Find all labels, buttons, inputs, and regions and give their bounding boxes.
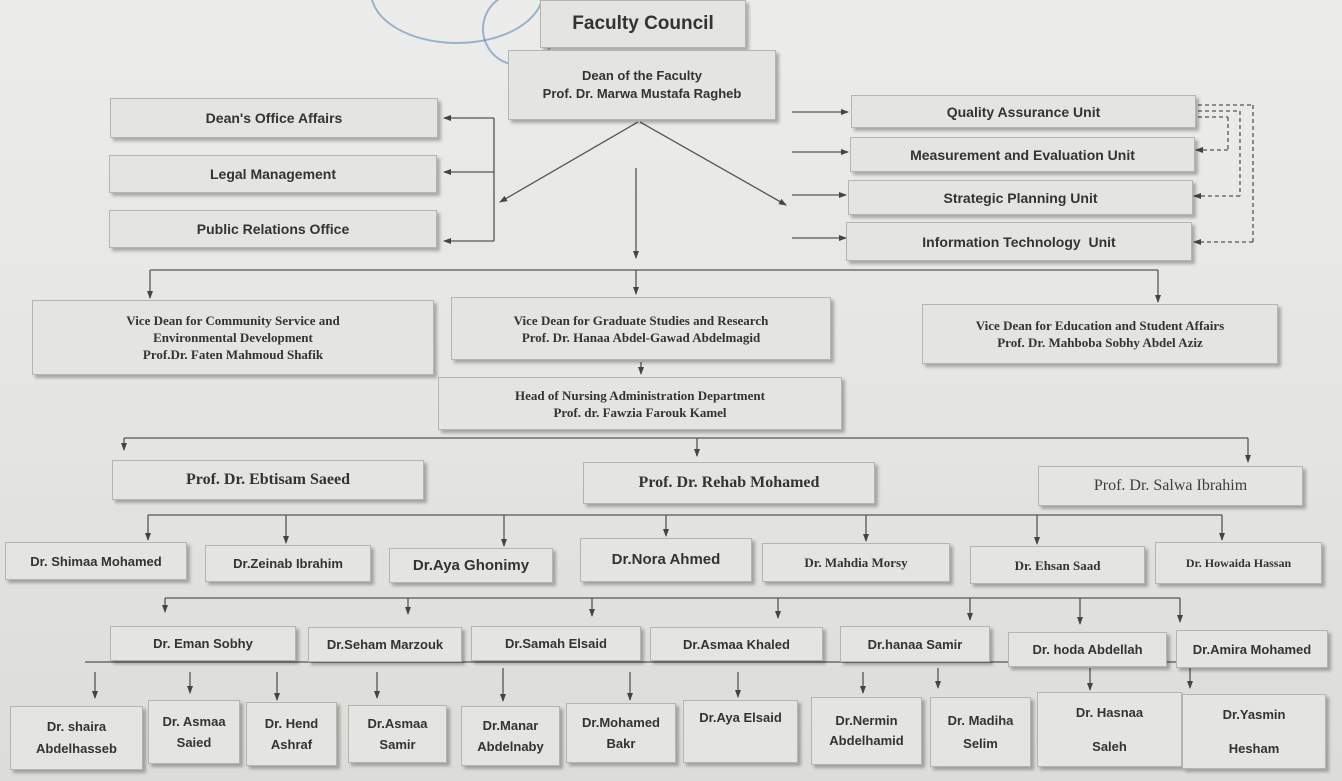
vice-dean-name: Prof.Dr. Faten Mahmoud Shafik <box>142 347 324 362</box>
staff-name: Dr. Shimaa Mohamed <box>30 553 162 569</box>
professor-name: Prof. Dr. Rehab Mohamed <box>638 474 820 491</box>
office-label: Dean's Office Affairs <box>205 110 343 126</box>
staff-surname: Abdelnaby <box>477 739 544 754</box>
staff-name: Dr. shaira <box>46 719 107 734</box>
staff-surname: Abdelhamid <box>829 733 904 748</box>
staff-box: Dr. Hasnaa Saleh <box>1037 692 1182 767</box>
staff-name: Dr.Samah Elsaid <box>505 636 607 651</box>
staff-box: Dr.Nora Ahmed <box>580 538 752 582</box>
vice-dean-education: Vice Dean for Education and Student Affa… <box>922 304 1278 364</box>
staff-box: Dr. Shimaa Mohamed <box>5 542 187 580</box>
vice-dean-community-service: Vice Dean for Community Service and Envi… <box>32 300 434 375</box>
professor-name: Prof. Dr. Salwa Ibrahim <box>1093 477 1248 494</box>
vice-dean-graduate-studies: Vice Dean for Graduate Studies and Resea… <box>451 297 831 360</box>
staff-surname: Saied <box>176 735 212 750</box>
staff-name: Dr.Nermin <box>835 713 898 728</box>
staff-box: Dr.Asmaa Khaled <box>650 627 823 661</box>
staff-box: Dr.Amira Mohamed <box>1176 630 1328 668</box>
unit-strategic-planning: Strategic Planning Unit <box>848 180 1193 215</box>
staff-name: Dr. Asmaa <box>162 714 226 729</box>
vice-dean-title: Vice Dean for Education and Student Affa… <box>975 318 1225 333</box>
staff-box: Dr. Madiha Selim <box>930 697 1031 767</box>
unit-label: Information Technology Unit <box>922 233 1116 250</box>
staff-box: Dr.Asmaa Samir <box>348 705 447 763</box>
unit-information-technology: Information Technology Unit <box>846 222 1192 261</box>
head-nursing-administration: Head of Nursing Administration Departmen… <box>438 377 842 430</box>
staff-box: Dr.Mohamed Bakr <box>566 703 676 763</box>
office-deans-office-affairs: Dean's Office Affairs <box>110 98 438 138</box>
staff-name: Dr. Hend <box>264 716 319 731</box>
vice-dean-title: Vice Dean for Community Service and <box>126 313 340 328</box>
unit-label: Quality Assurance Unit <box>946 103 1101 120</box>
dean-name: Prof. Dr. Marwa Mustafa Ragheb <box>542 86 742 101</box>
staff-box: Dr. Hend Ashraf <box>246 702 337 766</box>
staff-name: Dr.Asmaa <box>367 716 428 731</box>
staff-name: Dr.Manar <box>482 718 539 733</box>
staff-box: Dr.Aya Elsaid <box>683 700 798 763</box>
vice-dean-title-2: Environmental Development <box>153 330 313 345</box>
office-legal-management: Legal Management <box>109 155 437 193</box>
staff-box: Dr. hoda Abdellah <box>1008 632 1167 667</box>
head-name: Prof. dr. Fawzia Farouk Kamel <box>553 404 727 420</box>
office-label: Legal Management <box>209 166 337 182</box>
dean-box: Dean of the Faculty Prof. Dr. Marwa Must… <box>508 50 776 120</box>
staff-surname: Ashraf <box>270 737 313 752</box>
staff-box: Dr.Nermin Abdelhamid <box>811 697 922 765</box>
vice-dean-name: Prof. Dr. Hanaa Abdel-Gawad Abdelmagid <box>521 329 761 345</box>
staff-name: Dr.Yasmin <box>1222 706 1286 722</box>
staff-box: Dr.Yasmin Hesham <box>1182 694 1326 769</box>
staff-name: Dr. Mahdia Morsy <box>804 555 908 570</box>
head-title: Head of Nursing Administration Departmen… <box>515 387 765 403</box>
staff-name: Dr. Howaida Hassan <box>1185 556 1292 570</box>
office-public-relations: Public Relations Office <box>109 210 437 248</box>
staff-name: Dr.Aya Ghonimy <box>412 556 530 574</box>
staff-surname: Hesham <box>1228 740 1280 756</box>
professor-name: Prof. Dr. Ebtisam Saeed <box>186 471 350 488</box>
staff-box: Dr.Aya Ghonimy <box>389 548 553 583</box>
professor-rehab-mohamed: Prof. Dr. Rehab Mohamed <box>583 462 875 504</box>
staff-name: Dr. Hasnaa <box>1075 704 1144 720</box>
faculty-council-title: Faculty Council <box>572 13 714 34</box>
staff-box: Dr. Howaida Hassan <box>1155 542 1322 584</box>
staff-surname: Samir <box>379 737 416 752</box>
staff-name: Dr.Nora Ahmed <box>611 551 721 568</box>
professor-salwa-ibrahim: Prof. Dr. Salwa Ibrahim <box>1038 466 1303 506</box>
vice-dean-name: Prof. Dr. Mahboba Sobhy Abdel Aziz <box>997 335 1203 350</box>
professor-ebtisam-saeed: Prof. Dr. Ebtisam Saeed <box>112 460 424 500</box>
unit-quality-assurance: Quality Assurance Unit <box>851 95 1196 128</box>
vice-dean-title: Vice Dean for Graduate Studies and Resea… <box>513 312 769 328</box>
staff-name: Dr.Asmaa Khaled <box>683 636 790 652</box>
staff-box: Dr.Seham Marzouk <box>308 627 462 662</box>
staff-name: Dr. Madiha <box>947 713 1014 728</box>
staff-name: Dr.Amira Mohamed <box>1192 641 1312 657</box>
staff-box: Dr.hanaa Samir <box>840 626 990 662</box>
dean-title: Dean of the Faculty <box>582 68 702 83</box>
staff-box: Dr. Asmaa Saied <box>148 700 240 764</box>
staff-surname: Selim <box>963 736 998 751</box>
unit-label: Measurement and Evaluation Unit <box>910 146 1135 163</box>
staff-surname: Abdelhasseb <box>36 741 117 756</box>
staff-name: Dr. Ehsan Saad <box>1014 557 1101 573</box>
unit-measurement-evaluation: Measurement and Evaluation Unit <box>850 137 1195 172</box>
staff-name: Dr.Seham Marzouk <box>326 637 444 652</box>
staff-surname: Bakr <box>606 736 636 751</box>
staff-box: Dr. Mahdia Morsy <box>762 543 950 582</box>
staff-box: Dr. Ehsan Saad <box>970 546 1145 584</box>
staff-name: Dr.Zeinab Ibrahim <box>233 556 343 571</box>
staff-name: Dr. hoda Abdellah <box>1032 642 1143 657</box>
unit-label: Strategic Planning Unit <box>943 189 1098 206</box>
staff-box: Dr.Manar Abdelnaby <box>461 706 560 766</box>
staff-name: Dr.Aya Elsaid <box>699 710 782 725</box>
staff-name: Dr.Mohamed <box>581 715 660 730</box>
staff-surname: Saleh <box>1092 738 1127 754</box>
staff-box: Dr. shaira Abdelhasseb <box>10 706 143 770</box>
faculty-council-box: Faculty Council <box>540 0 746 48</box>
office-label: Public Relations Office <box>196 221 350 237</box>
staff-box: Dr.Zeinab Ibrahim <box>205 545 371 582</box>
staff-box: Dr.Samah Elsaid <box>471 626 641 661</box>
staff-name: Dr.hanaa Samir <box>867 636 963 652</box>
staff-name: Dr. Eman Sobhy <box>153 636 253 651</box>
staff-box: Dr. Eman Sobhy <box>110 626 296 661</box>
